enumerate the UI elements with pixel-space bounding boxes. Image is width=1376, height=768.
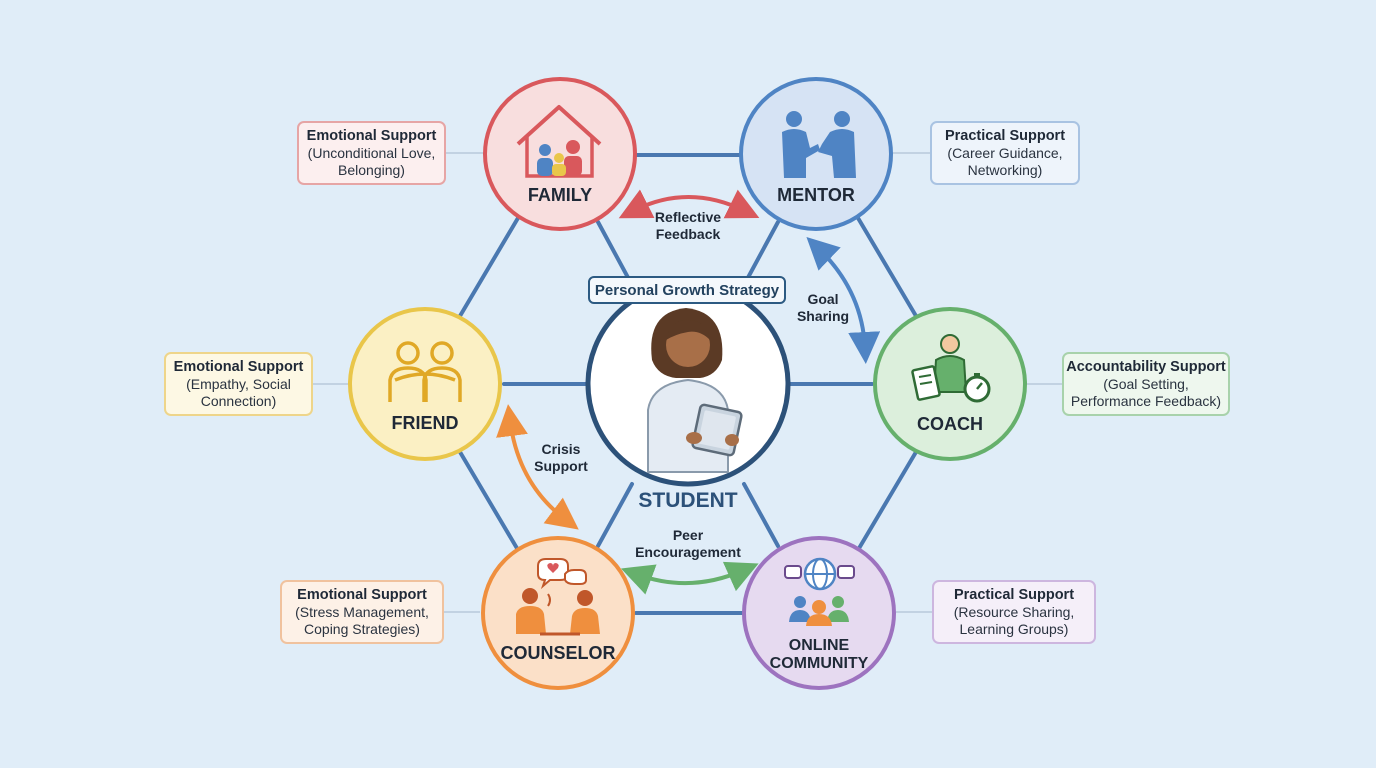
node-family[interactable]: FAMILY bbox=[483, 77, 637, 231]
handshake-icon bbox=[782, 111, 856, 178]
node-coach[interactable]: COACH bbox=[873, 307, 1027, 461]
support-box-family-line1: (Unconditional Love, bbox=[307, 144, 436, 161]
reflective-feedback-line2: Feedback bbox=[655, 226, 721, 242]
node-mentor-label: MENTOR bbox=[777, 185, 855, 205]
crisis-support-label: Crisis Support bbox=[528, 441, 594, 475]
goal-sharing-line1: Goal bbox=[807, 291, 839, 307]
goal-sharing-line2: Sharing bbox=[796, 308, 850, 324]
edge-coach-community bbox=[856, 450, 918, 552]
student-tablet-icon bbox=[647, 308, 743, 473]
counseling-conversation-icon bbox=[516, 558, 600, 636]
node-family-label: FAMILY bbox=[528, 185, 592, 205]
support-box-community-line2: Learning Groups) bbox=[959, 620, 1069, 637]
node-online-community[interactable]: ONLINE COMMUNITY bbox=[742, 536, 896, 690]
support-box-community-line1: (Resource Sharing, bbox=[953, 603, 1075, 620]
support-box-counselor-title: Emotional Support bbox=[297, 586, 427, 603]
arrow-reflective-feedback bbox=[618, 189, 760, 219]
support-box-friend-line2: Connection) bbox=[200, 392, 277, 409]
support-box-family-title: Emotional Support bbox=[306, 127, 437, 144]
support-box-community-title: Practical Support bbox=[953, 586, 1075, 603]
globe-chat-group-icon bbox=[784, 557, 855, 626]
box-connectors bbox=[313, 152, 1062, 613]
support-box-coach: Accountability Support (Goal Setting, Pe… bbox=[1062, 352, 1230, 416]
support-box-community: Practical Support (Resource Sharing, Lea… bbox=[932, 580, 1096, 644]
student-label: STUDENT bbox=[638, 489, 738, 512]
node-community-label-line2: COMMUNITY bbox=[770, 655, 869, 672]
support-box-counselor: Emotional Support (Stress Management, Co… bbox=[280, 580, 444, 644]
node-community-label-line1: ONLINE bbox=[789, 637, 850, 654]
spoke-community bbox=[742, 482, 780, 548]
support-box-mentor-line2: Networking) bbox=[967, 161, 1043, 178]
support-box-coach-title: Accountability Support bbox=[1066, 358, 1226, 375]
node-mentor[interactable]: MENTOR bbox=[739, 77, 893, 231]
edge-friend-family bbox=[458, 216, 520, 318]
reflective-feedback-line1: Reflective bbox=[654, 209, 722, 225]
reflective-feedback-label: Reflective Feedback bbox=[628, 209, 748, 243]
support-box-counselor-line2: Coping Strategies) bbox=[304, 620, 420, 637]
crisis-support-line1: Crisis bbox=[541, 441, 581, 457]
hexagon-connections bbox=[458, 153, 918, 615]
support-box-friend-title: Emotional Support bbox=[173, 358, 304, 375]
support-box-counselor-line1: (Stress Management, bbox=[295, 603, 429, 620]
support-box-friend-line1: (Empathy, Social bbox=[186, 375, 291, 392]
support-box-friend: Emotional Support (Empathy, Social Conne… bbox=[164, 352, 313, 416]
peer-encouragement-line1: Peer bbox=[672, 527, 704, 543]
house-family-icon bbox=[516, 105, 602, 178]
support-box-family-line2: Belonging) bbox=[338, 161, 405, 178]
support-box-mentor-line1: (Career Guidance, bbox=[947, 144, 1063, 161]
crisis-support-line2: Support bbox=[534, 458, 588, 474]
node-friend-label: FRIEND bbox=[392, 413, 459, 433]
arrow-goal-sharing bbox=[806, 236, 881, 364]
support-box-coach-line1: (Goal Setting, bbox=[1103, 375, 1189, 392]
node-friend[interactable]: FRIEND bbox=[348, 307, 502, 461]
spoke-counselor bbox=[596, 482, 634, 548]
node-coach-label: COACH bbox=[917, 414, 983, 434]
spoke-mentor bbox=[742, 220, 780, 287]
arrow-peer-encouragement bbox=[620, 561, 759, 595]
edge-mentor-coach bbox=[856, 216, 918, 318]
support-box-mentor: Practical Support (Career Guidance, Netw… bbox=[930, 121, 1080, 185]
goal-sharing-label: Goal Sharing bbox=[790, 291, 856, 325]
arrow-crisis-support bbox=[496, 404, 579, 530]
peer-encouragement-line2: Encouragement bbox=[635, 544, 741, 560]
peer-encouragement-label: Peer Encouragement bbox=[628, 527, 748, 561]
friends-hug-icon bbox=[388, 341, 462, 402]
node-counselor[interactable]: COUNSELOR bbox=[481, 536, 635, 690]
edge-counselor-friend bbox=[458, 450, 520, 552]
node-student[interactable] bbox=[585, 281, 791, 487]
support-box-coach-line2: Performance Feedback) bbox=[1070, 392, 1222, 409]
support-box-family: Emotional Support (Unconditional Love, B… bbox=[297, 121, 446, 185]
center-title: Personal Growth Strategy bbox=[588, 276, 786, 304]
support-box-mentor-title: Practical Support bbox=[944, 127, 1066, 144]
spoke-family bbox=[596, 220, 634, 287]
coach-clipboard-stopwatch-icon bbox=[911, 334, 991, 403]
node-counselor-label: COUNSELOR bbox=[500, 643, 615, 663]
